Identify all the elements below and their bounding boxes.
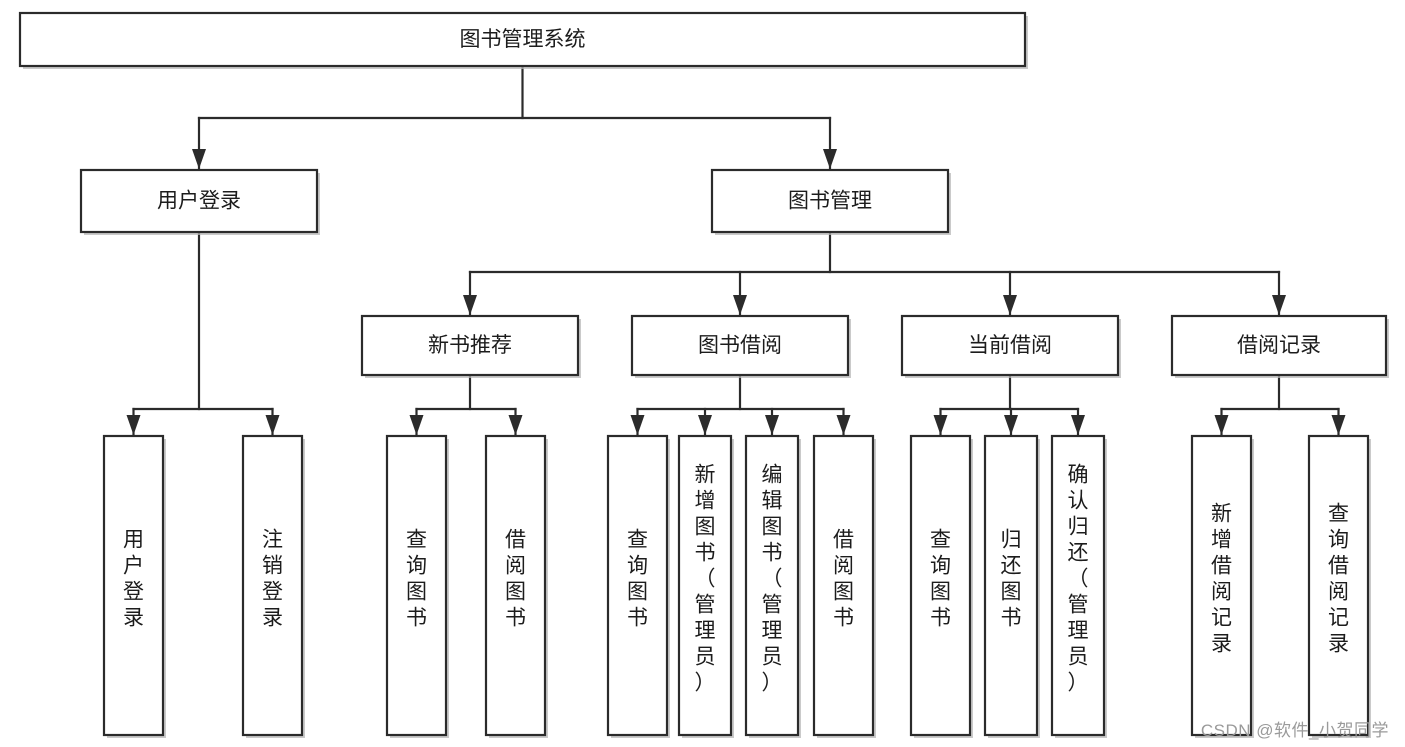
arrow-head [698, 415, 712, 435]
node-label: 借阅记录 [1237, 334, 1321, 357]
node-label: 借阅图书 [833, 529, 854, 630]
nodes-layer: 图书管理系统用户登录图书管理新书推荐图书借阅当前借阅借阅记录用户登录注销登录查询… [18, 11, 1389, 738]
arrow-head [126, 415, 141, 435]
arrow-head [1272, 295, 1286, 315]
node-leaf-3[interactable]: 借阅图书 [484, 434, 548, 738]
node-leaf-11[interactable]: 新增借阅记录 [1190, 434, 1254, 738]
node-level3-0[interactable]: 新书推荐 [360, 314, 581, 378]
node-rect[interactable] [710, 168, 950, 234]
node-leaf-10[interactable]: 确认归还（管理员） [1050, 434, 1107, 738]
node-rect[interactable] [79, 168, 319, 234]
node-label: 用户登录 [123, 529, 144, 630]
node-rect[interactable] [385, 434, 448, 737]
node-leaf-12[interactable]: 查询借阅记录 [1307, 434, 1371, 738]
node-root[interactable]: 图书管理系统 [18, 11, 1028, 69]
arrow-head [765, 415, 779, 435]
arrow-head [1003, 295, 1017, 315]
arrow-head [933, 415, 948, 435]
node-leaf-2[interactable]: 查询图书 [385, 434, 449, 738]
node-level3-3[interactable]: 借阅记录 [1170, 314, 1389, 378]
arrow-head [192, 149, 206, 169]
arrow-head [836, 415, 851, 435]
node-level2-0[interactable]: 用户登录 [79, 168, 320, 235]
arrow-head [463, 295, 477, 315]
node-rect[interactable] [677, 434, 733, 737]
node-rect[interactable] [241, 434, 304, 737]
node-leaf-1[interactable]: 注销登录 [241, 434, 305, 738]
arrow-head [1214, 415, 1229, 435]
node-label: 用户登录 [157, 190, 241, 213]
node-level3-2[interactable]: 当前借阅 [900, 314, 1121, 378]
node-label: 图书管理系统 [460, 28, 586, 51]
arrow-head [508, 415, 523, 435]
node-rect[interactable] [18, 11, 1027, 68]
arrow-head [630, 415, 645, 435]
node-rect[interactable] [1307, 434, 1370, 737]
node-leaf-4[interactable]: 查询图书 [606, 434, 670, 738]
node-label: 查询图书 [406, 529, 427, 630]
arrow-head [1331, 415, 1346, 435]
node-label: 图书管理 [788, 190, 872, 213]
node-rect[interactable] [1170, 314, 1388, 377]
node-leaf-8[interactable]: 查询图书 [909, 434, 973, 738]
node-rect[interactable] [1190, 434, 1253, 737]
node-rect[interactable] [983, 434, 1039, 737]
arrow-head [733, 295, 747, 315]
node-label: 查询图书 [930, 529, 951, 630]
arrow-head [1004, 415, 1018, 435]
node-label: 查询图书 [627, 529, 648, 630]
node-rect[interactable] [900, 314, 1120, 377]
node-leaf-7[interactable]: 借阅图书 [812, 434, 876, 738]
node-leaf-6[interactable]: 编辑图书（管理员） [744, 434, 801, 738]
node-rect[interactable] [744, 434, 800, 737]
node-label: 新增图书（管理员） [695, 464, 716, 695]
arrow-head [1071, 415, 1085, 435]
arrow-head [265, 415, 280, 435]
node-rect[interactable] [1050, 434, 1106, 737]
node-leaf-5[interactable]: 新增图书（管理员） [677, 434, 734, 738]
node-rect[interactable] [360, 314, 580, 377]
node-label: 注销登录 [262, 529, 283, 630]
node-label: 编辑图书（管理员） [762, 464, 783, 695]
node-leaf-0[interactable]: 用户登录 [102, 434, 166, 738]
node-rect[interactable] [909, 434, 972, 737]
node-leaf-9[interactable]: 归还图书 [983, 434, 1040, 738]
node-rect[interactable] [102, 434, 165, 737]
node-label: 新增借阅记录 [1211, 503, 1232, 656]
arrow-head [409, 415, 424, 435]
node-level2-1[interactable]: 图书管理 [710, 168, 951, 235]
node-rect[interactable] [812, 434, 875, 737]
node-label: 当前借阅 [968, 334, 1052, 357]
node-rect[interactable] [630, 314, 850, 377]
node-label: 新书推荐 [428, 334, 512, 357]
node-label: 借阅图书 [505, 529, 526, 630]
arrow-head [823, 149, 837, 169]
edges-layer [126, 64, 1346, 437]
node-level3-1[interactable]: 图书借阅 [630, 314, 851, 378]
node-rect[interactable] [484, 434, 547, 737]
node-label: 查询借阅记录 [1328, 503, 1349, 656]
node-label: 图书借阅 [698, 334, 782, 357]
node-label: 归还图书 [1001, 529, 1022, 630]
node-label: 确认归还（管理员） [1068, 464, 1089, 695]
node-rect[interactable] [606, 434, 669, 737]
